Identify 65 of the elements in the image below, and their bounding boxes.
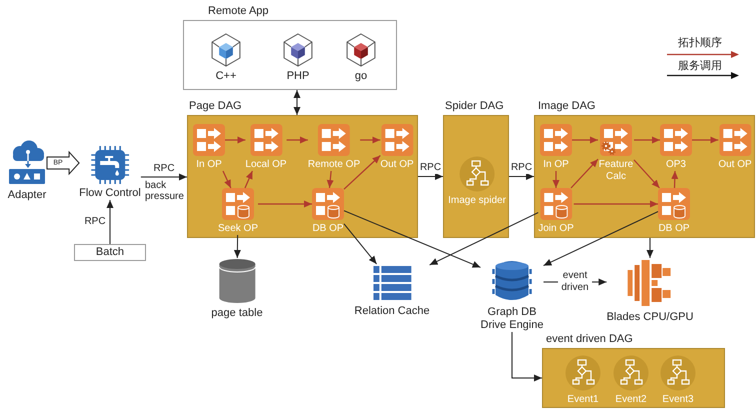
double-arrow [294, 90, 300, 116]
arrow [222, 170, 232, 188]
arrow [574, 200, 658, 208]
arrow [692, 136, 718, 144]
node-label: Adapter [7, 189, 47, 202]
node-label: Event3 [661, 394, 695, 406]
node-label: In OP [542, 159, 570, 171]
arrow [429, 212, 539, 266]
arrow [671, 170, 678, 188]
node-label: Event1 [566, 394, 600, 406]
node-label: DB OP [658, 223, 690, 235]
node-label: Event2 [614, 394, 648, 406]
node-label: Relation Cache [354, 305, 430, 318]
arrow [344, 210, 481, 268]
arrow [634, 136, 660, 144]
panel-heading: Page DAG [189, 100, 242, 113]
node-label: Join OP [538, 223, 574, 235]
node-label: Feature Calc [598, 159, 634, 183]
node-label: go [354, 70, 368, 83]
node-label: OP3 [664, 159, 687, 171]
process-box: Batch [74, 244, 146, 261]
node-label: Out OP [380, 159, 414, 171]
arrow [572, 136, 598, 144]
arrow [360, 136, 380, 144]
arrow-label: back pressure [145, 180, 185, 202]
edge-label: RPC [510, 162, 534, 174]
arrow [344, 155, 381, 190]
node-label: DB OP [312, 223, 344, 235]
node-label: Graph DB [486, 306, 538, 319]
panel-heading: Remote App [208, 5, 269, 18]
node-label: Blades CPU/GPU [606, 311, 694, 324]
node-label: page table [211, 307, 263, 320]
legend-label: 拓扑顺序 [678, 37, 722, 50]
arrow [106, 200, 114, 244]
node-label: Image spider [448, 195, 506, 207]
legend-label: 服务调用 [678, 60, 722, 73]
arrow [508, 173, 534, 180]
arrow [344, 223, 378, 264]
arrow [234, 234, 241, 258]
arrow [418, 173, 444, 180]
node-label: Drive Engine [480, 319, 544, 332]
node-label: Flow Control [79, 187, 141, 200]
arrow [543, 211, 658, 266]
arrow [258, 200, 312, 208]
node-label: PHP [286, 70, 310, 83]
edge-label: RPC [418, 162, 442, 174]
panel-heading: Image DAG [538, 100, 596, 113]
arrow [570, 158, 598, 188]
arrow [326, 170, 334, 188]
node-label: In OP [195, 159, 223, 171]
arrow [552, 171, 560, 188]
node-label: Local OP [245, 159, 287, 171]
arrow [244, 170, 253, 188]
arrow [225, 136, 246, 144]
node-label: Seek OP [218, 223, 258, 235]
arrow [646, 238, 654, 258]
arrow [634, 160, 660, 188]
node-label: Remote OP [308, 159, 360, 171]
arrow [140, 174, 188, 180]
arrow [286, 136, 308, 144]
panel-heading: event driven DAG [546, 333, 633, 346]
node-label: Out OP [718, 159, 752, 171]
node-label: C++ [214, 70, 238, 83]
arrow [512, 332, 542, 382]
panel-heading: Spider DAG [445, 100, 504, 113]
